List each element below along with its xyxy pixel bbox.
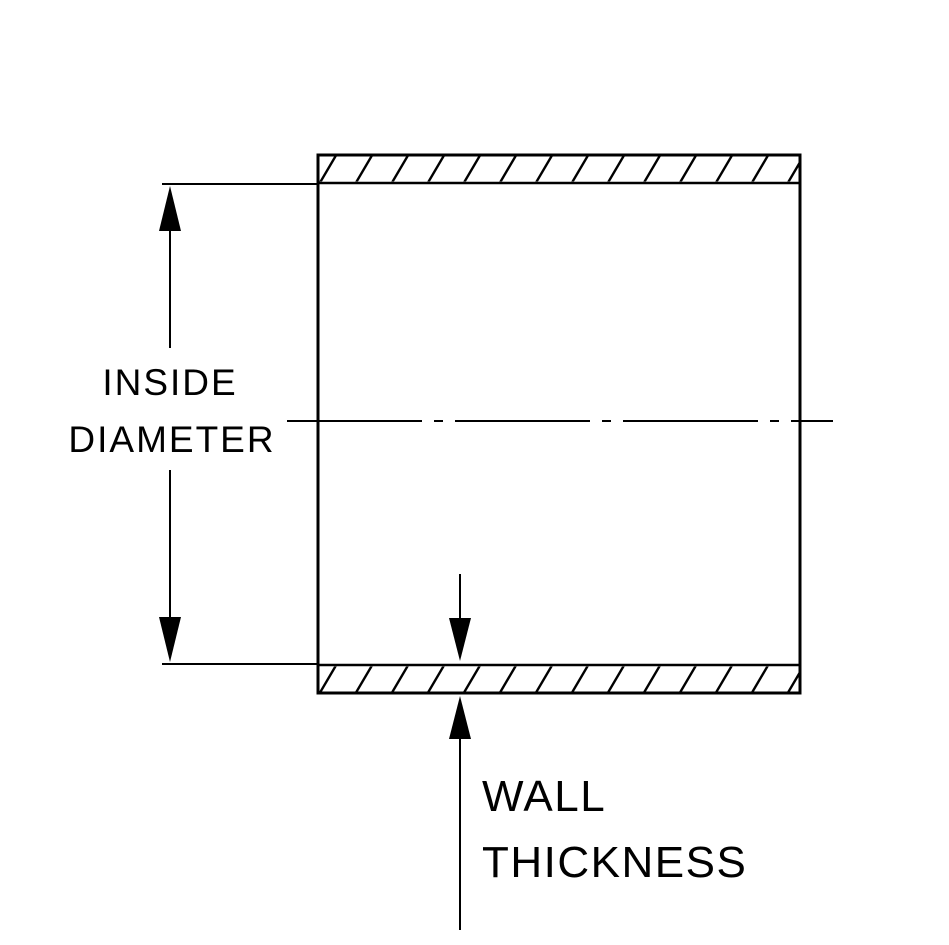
inside-diameter-label-line2: DIAMETER: [68, 419, 275, 460]
wall-thickness-callout: WALL THICKNESS: [449, 574, 747, 930]
arrow-up-icon: [449, 696, 471, 739]
arrow-down-icon: [449, 618, 471, 661]
wall-thickness-label-line1: WALL: [482, 772, 606, 821]
bottom-wall-hatching: [319, 666, 799, 692]
tube-outline: [316, 153, 802, 695]
inside-diameter-dimension: INSIDE DIAMETER: [68, 183, 318, 665]
arrow-down-icon: [159, 617, 181, 662]
inside-diameter-label-line1: INSIDE: [102, 362, 237, 403]
wall-thickness-label-line2: THICKNESS: [482, 838, 747, 887]
top-wall-hatching: [319, 156, 799, 182]
arrow-up-icon: [159, 186, 181, 231]
